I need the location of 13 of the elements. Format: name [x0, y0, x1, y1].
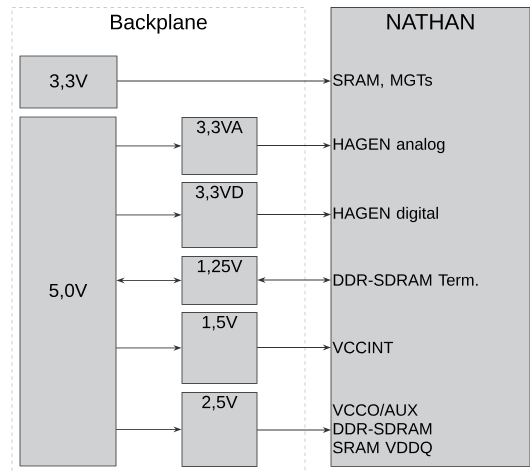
rail-label: HAGEN digital — [334, 206, 438, 222]
regulator-box: 2,5V — [182, 392, 258, 467]
regulator-box: 3,3VD — [182, 182, 258, 248]
rail-label: VCCINT — [332, 342, 394, 354]
supply-box: 5,0V — [20, 116, 116, 466]
rail-label: VCCO/AUX DDR-SDRAM SRAM VDDQ — [332, 404, 432, 456]
rail-label: SRAM, MGTs — [333, 74, 432, 88]
regulator-box: 3,3VA — [182, 117, 258, 175]
supply-box: 3,3V — [20, 56, 118, 108]
rail-label: DDR-SDRAM Term. — [334, 274, 478, 286]
regulator-box: 1,25V — [182, 256, 258, 305]
regulator-box: 1,5V — [182, 312, 258, 384]
rail-label: HAGEN analog — [334, 138, 444, 154]
